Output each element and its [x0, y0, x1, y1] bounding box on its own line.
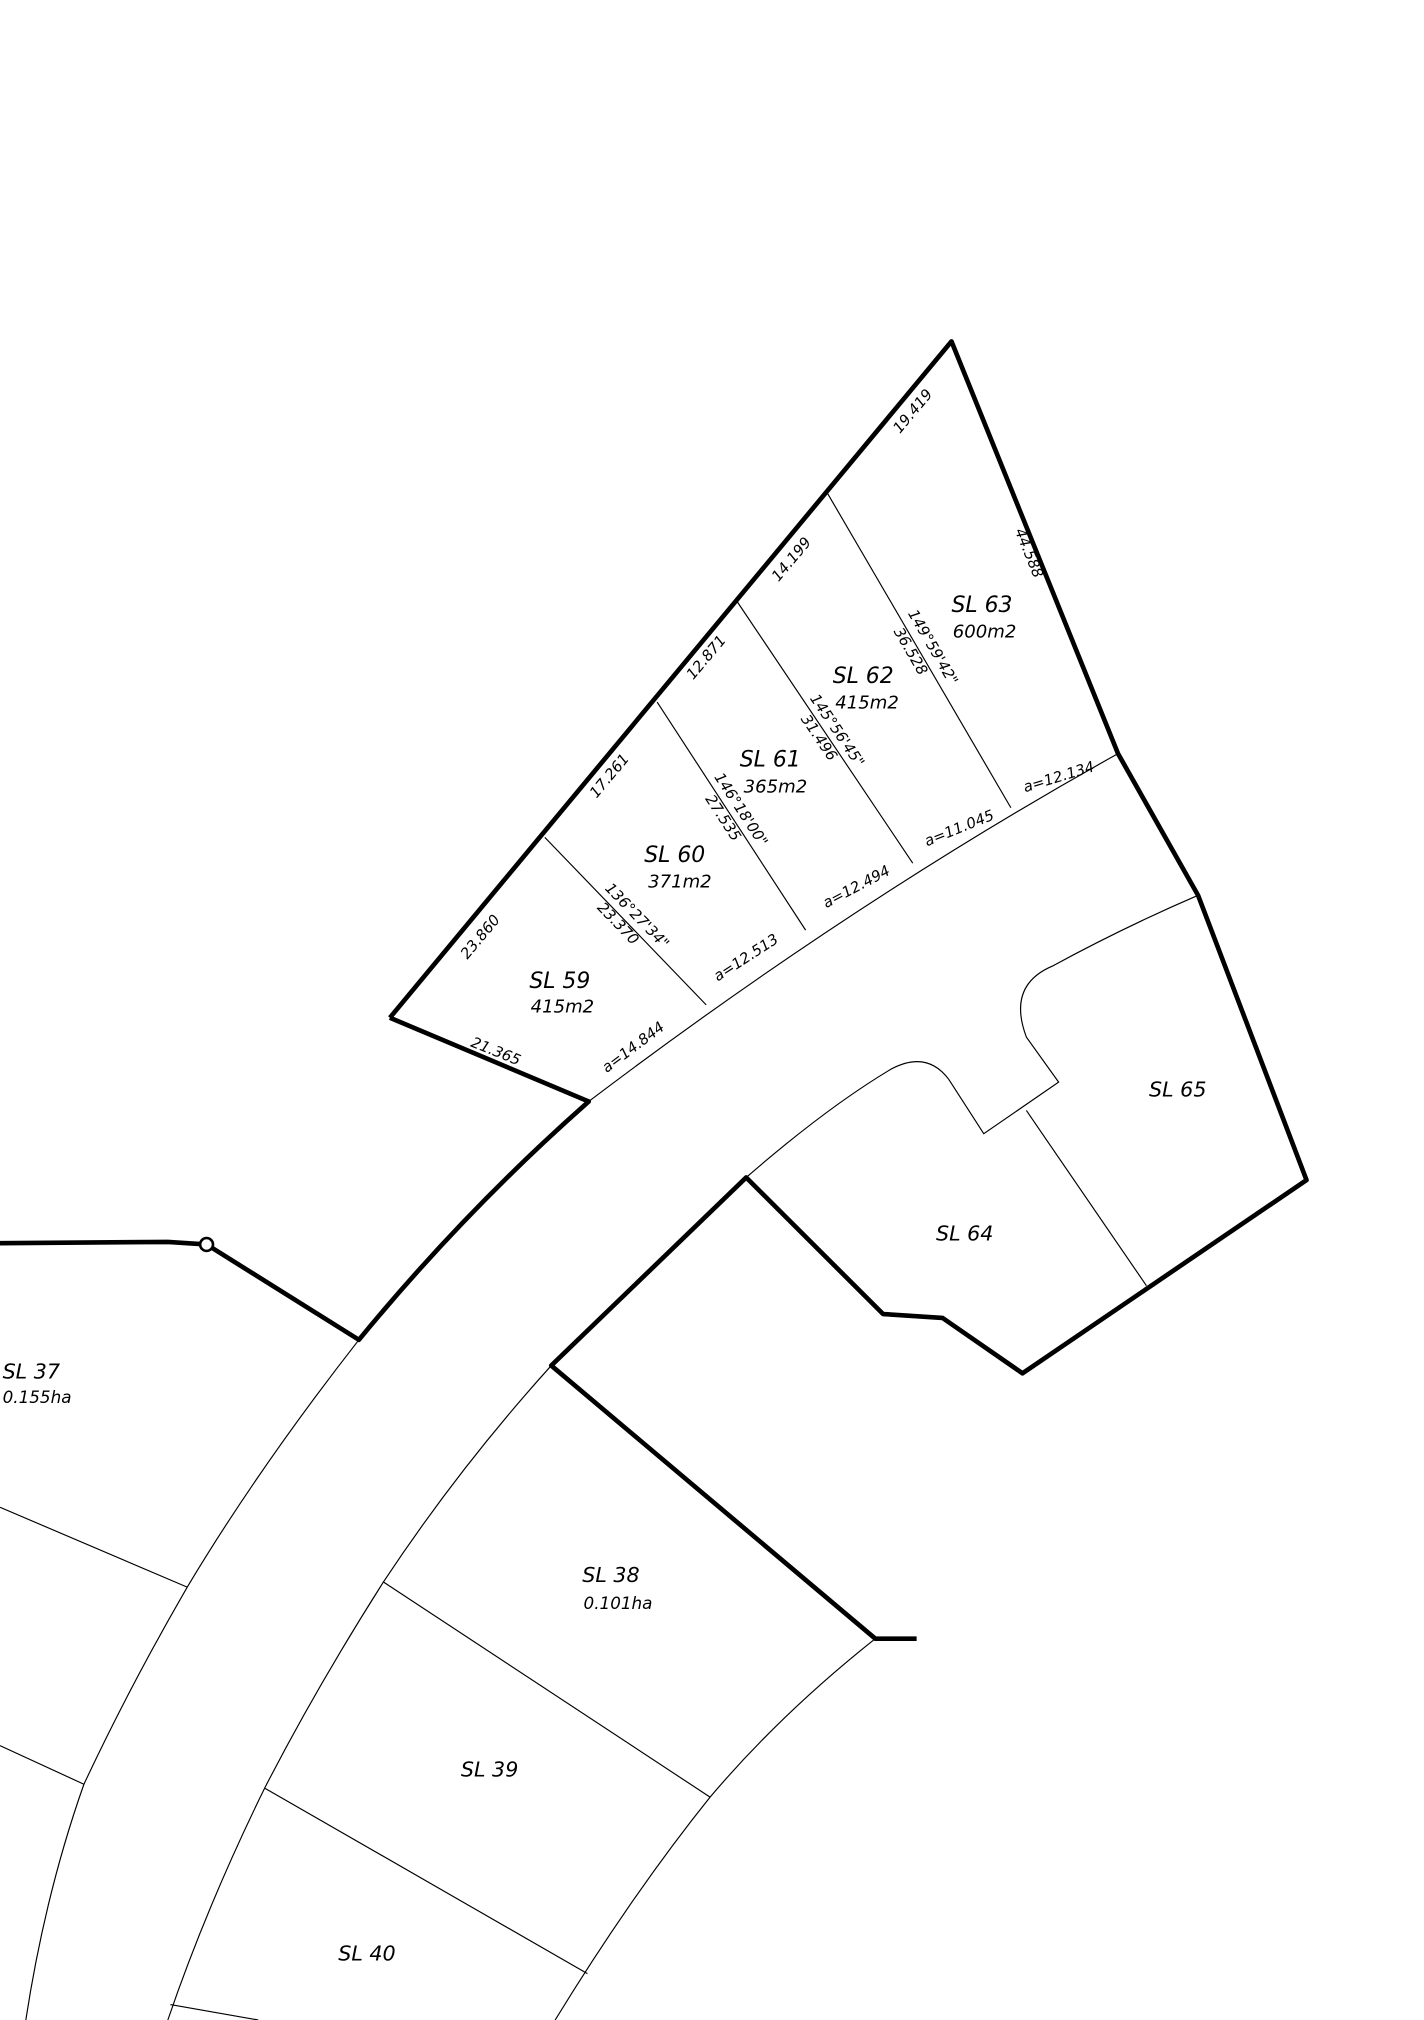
lot-area: 365m2 — [744, 776, 808, 797]
lot-label: SL 63 — [951, 593, 1012, 618]
arc-length: a=12.494 — [820, 862, 893, 911]
lot-area: 600m2 — [953, 622, 1017, 643]
thick-boundaries — [0, 339, 1309, 1641]
road-frontage-arc — [588, 753, 1119, 1102]
lot-label: SL 39 — [461, 1758, 518, 1782]
rear-dimension: 14.199 — [769, 534, 815, 585]
lot-divider — [656, 701, 807, 931]
arc-length: a=12.513 — [711, 931, 782, 985]
lot-area: 415m2 — [531, 997, 595, 1018]
lot-divider — [383, 1581, 711, 1798]
thin-lines — [0, 493, 1199, 2020]
lot-divider — [1025, 1110, 1147, 1287]
lot-divider — [0, 1745, 85, 1785]
lot-divider — [544, 836, 707, 1006]
lot-divider — [736, 601, 914, 864]
survey-mark-icon — [198, 1236, 215, 1253]
lot-label: SL 65 — [1149, 1077, 1206, 1101]
lot-divider — [0, 1506, 188, 1588]
boundary-west — [0, 1015, 592, 1343]
lot-area: 0.155ha — [3, 1387, 72, 1407]
road-edge-cul-de-sac — [745, 894, 1199, 1178]
lot-label: SL 40 — [338, 1942, 395, 1966]
road-left-edge — [25, 1339, 360, 2020]
lot-divider — [170, 2003, 259, 2020]
lot-label: SL 38 — [582, 1563, 639, 1587]
lot-label: SL 64 — [936, 1222, 993, 1246]
boundary-main — [388, 339, 1309, 1641]
lot-label: SL 59 — [529, 969, 590, 994]
lots-outer-arc — [554, 1638, 876, 2020]
arc-length: a=12.134 — [1021, 758, 1096, 796]
lot-label: SL 61 — [740, 748, 801, 773]
arc-length: a=11.045 — [922, 807, 997, 850]
side-dimension: 44.588 — [1011, 526, 1046, 580]
lot-label: SL 62 — [833, 664, 894, 689]
lot-area: 0.101ha — [584, 1593, 653, 1613]
lot-divider — [264, 1787, 588, 1975]
rear-dimension: 23.860 — [457, 912, 503, 963]
lot-divider — [827, 493, 1012, 809]
lot-label: SL 60 — [644, 843, 705, 868]
lot-area: 415m2 — [835, 693, 899, 714]
lot-labels: SL 59 415m2 SL 60 371m2 SL 61 365m2 SL 6… — [3, 593, 1207, 1966]
road-right-edge — [167, 1365, 552, 2020]
rear-dimension: 19.419 — [890, 386, 936, 437]
lot-label: SL 37 — [3, 1359, 60, 1383]
lot-area: 371m2 — [648, 872, 712, 893]
